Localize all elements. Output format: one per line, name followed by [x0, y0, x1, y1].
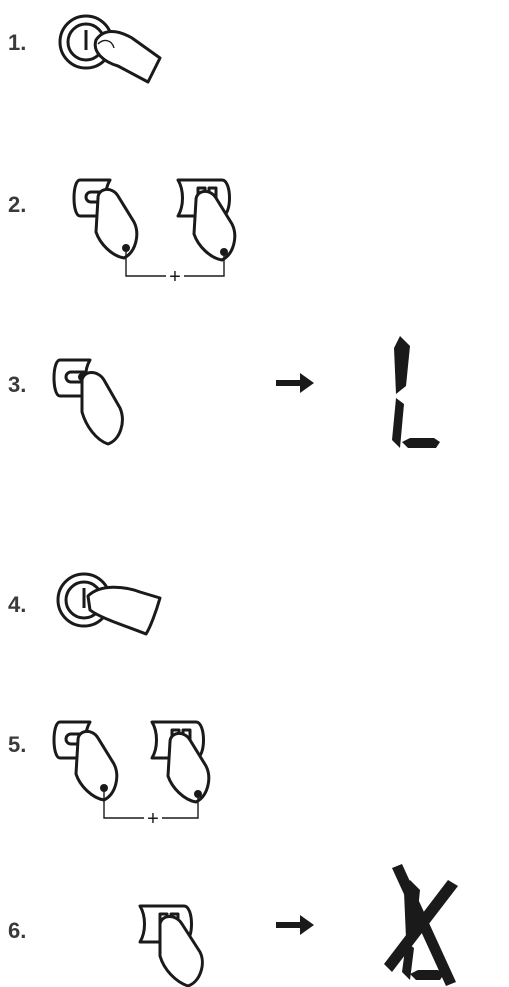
- step-number: 6.: [8, 918, 27, 943]
- finger-icon: [158, 915, 204, 987]
- arrow-icon: [276, 373, 314, 393]
- step-number: 2.: [8, 192, 27, 217]
- finger-icon: [94, 188, 139, 260]
- connector-line: [122, 244, 228, 277]
- plus-sign: +: [169, 266, 181, 288]
- crossed-lock-display: [384, 864, 458, 986]
- finger-icon: [192, 190, 237, 262]
- finger-icon: [80, 371, 124, 446]
- pause-press: [138, 864, 458, 987]
- step-number: 3.: [8, 372, 27, 397]
- connector-line: [100, 784, 202, 819]
- power-button-press: [58, 14, 162, 84]
- lock-press: [52, 336, 440, 448]
- finger-icon: [74, 730, 119, 802]
- combined-press: +: [72, 178, 237, 288]
- arrow-icon: [276, 915, 314, 935]
- step-number: 1.: [8, 30, 27, 55]
- step-number: 5.: [8, 732, 27, 757]
- finger-icon: [166, 732, 211, 804]
- step-number: 4.: [8, 592, 27, 617]
- finger-icon: [93, 30, 162, 84]
- finger-icon: [86, 585, 162, 636]
- combined-press: +: [52, 720, 211, 830]
- plus-sign: +: [147, 808, 159, 830]
- lock-display-segment: [392, 336, 440, 448]
- power-button-press: [56, 572, 162, 636]
